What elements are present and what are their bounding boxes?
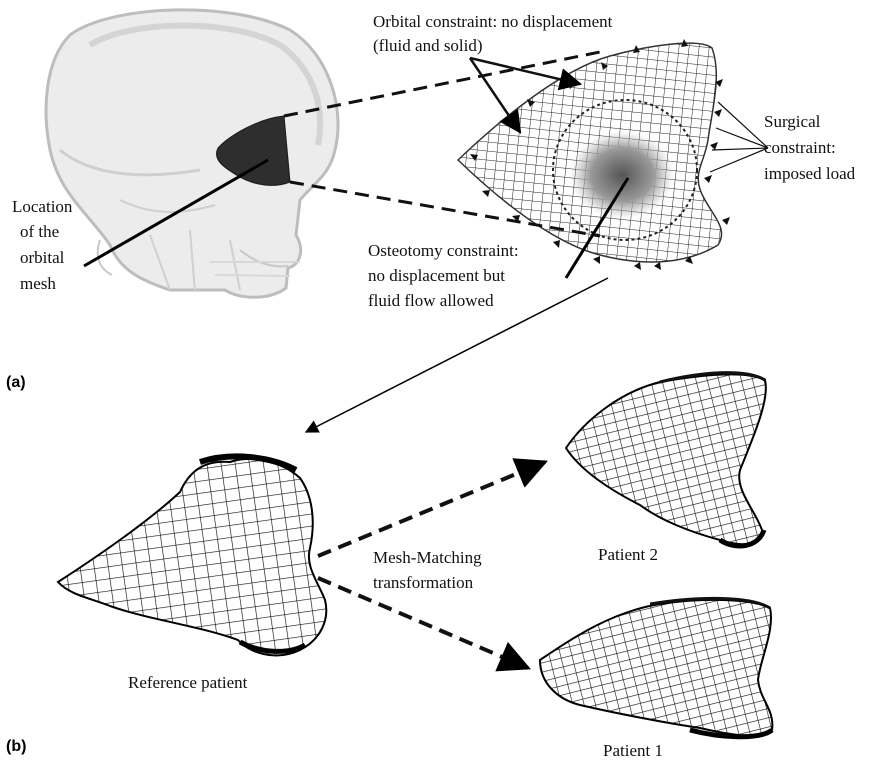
orbital-constraint-label-line2: (fluid and solid) <box>373 36 483 55</box>
panel-label-a: (a) <box>6 374 26 391</box>
patient-1-mesh <box>540 598 772 736</box>
location-label-line1: Location <box>12 197 73 216</box>
surgical-constraint-label-line2: constraint: <box>764 138 836 157</box>
panel-label-b: (b) <box>6 738 26 755</box>
reference-patient-label: Reference patient <box>128 673 248 692</box>
osteotomy-label-line1: Osteotomy constraint: <box>368 241 519 260</box>
orbital-mesh-constraints <box>458 43 722 262</box>
skull-illustration <box>46 10 338 297</box>
reference-patient-mesh <box>58 456 326 655</box>
location-label-line4: mesh <box>20 274 56 293</box>
osteotomy-label-line3: fluid flow allowed <box>368 291 494 310</box>
orbital-constraint-label-line1: Orbital constraint: no displacement <box>373 12 613 31</box>
surgical-constraint-label-line1: Surgical <box>764 112 821 131</box>
patient-2-label: Patient 2 <box>598 545 658 564</box>
patient-1-label: Patient 1 <box>603 741 663 760</box>
location-label-line3: orbital <box>20 248 65 267</box>
osteotomy-label-line2: no displacement but <box>368 266 505 285</box>
mesh-matching-label-line2: transformation <box>373 573 474 592</box>
surgical-constraint-label-line3: imposed load <box>764 164 856 183</box>
mesh-matching-label-line1: Mesh-Matching <box>373 548 482 567</box>
location-label-line2: of the <box>20 222 59 241</box>
patient-2-mesh <box>566 373 766 546</box>
